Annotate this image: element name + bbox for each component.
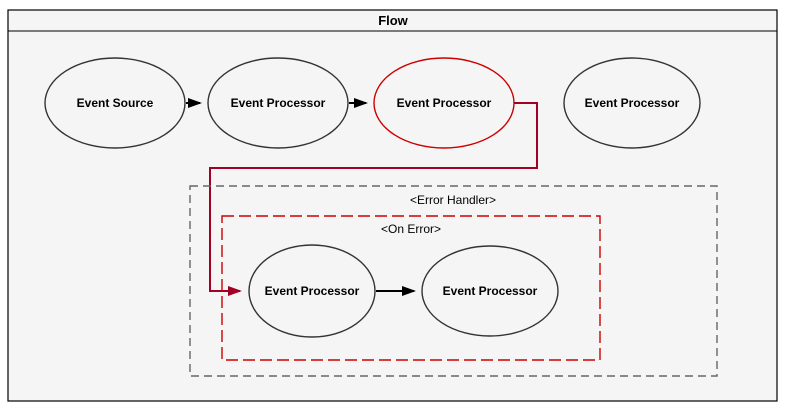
node-error-processor-1 (248, 244, 376, 338)
error-handler-label: <Error Handler> (410, 193, 496, 207)
node-event-source-label: Event Source (77, 96, 154, 110)
node-event-processor-1-label: Event Processor (231, 96, 326, 110)
on-error-box (221, 215, 601, 361)
node-event-processor-1 (207, 57, 349, 149)
node-error-processor-2 (421, 245, 559, 337)
flow-title: Flow (378, 13, 408, 28)
edge-processor2-to-error-processor1 (209, 102, 538, 296)
error-handler-box (189, 185, 718, 377)
node-event-processor-2-label: Event Processor (397, 96, 492, 110)
node-event-processor-3 (563, 57, 701, 149)
node-error-processor-1-label: Event Processor (265, 284, 360, 298)
node-event-source (44, 57, 186, 149)
node-error-processor-2-label: Event Processor (443, 284, 538, 298)
on-error-label: <On Error> (381, 222, 441, 236)
node-event-processor-3-label: Event Processor (585, 96, 680, 110)
